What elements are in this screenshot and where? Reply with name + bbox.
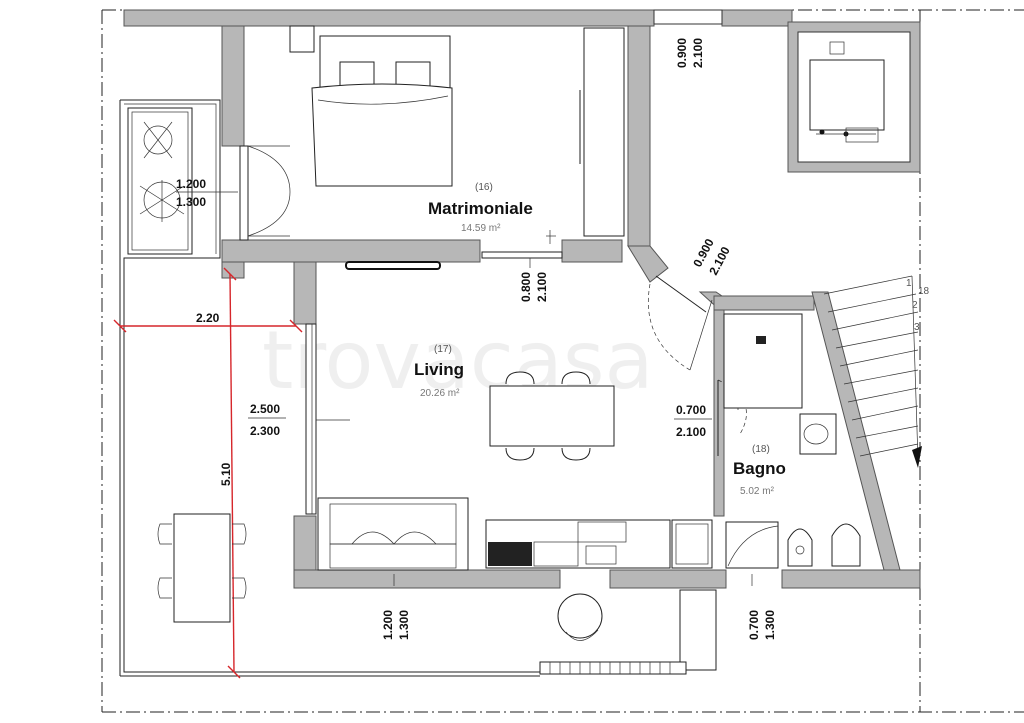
bath-window-width: 0.700 <box>747 610 761 640</box>
toilet <box>831 523 861 567</box>
round-tank <box>557 589 717 671</box>
bottom-radiator <box>539 661 687 675</box>
bath-door-width: 0.700 <box>676 403 706 417</box>
terrace-width-label: 2.20 <box>196 311 220 325</box>
bedroom-door-height: 2.100 <box>535 272 549 302</box>
top-door <box>653 9 723 25</box>
living-window-width: 1.200 <box>381 610 395 640</box>
room-number-matrimoniale: (16) <box>475 182 493 193</box>
balcony-window-height: 1.300 <box>176 195 206 209</box>
stair-label-1: 1 <box>906 278 912 289</box>
stair-label-2: 2 <box>912 300 918 311</box>
room-area-living: 20.26 m² <box>420 388 460 399</box>
stair-label-18: 18 <box>918 286 930 297</box>
sink <box>799 413 837 455</box>
room-area-bagno: 5.02 m² <box>740 486 775 497</box>
shower <box>723 313 803 409</box>
terrace-dimension-lines <box>113 267 303 679</box>
balcony-window-width: 1.200 <box>176 177 206 191</box>
wardrobe <box>579 27 625 237</box>
living-door-height: 2.300 <box>250 424 280 438</box>
room-name-living: Living <box>414 360 464 379</box>
terrace-table <box>157 513 247 623</box>
room-area-matrimoniale: 14.59 m² <box>461 223 501 234</box>
double-bed <box>289 25 453 187</box>
room-number-bagno: (18) <box>752 444 770 455</box>
bedroom-door <box>481 230 563 259</box>
diagonal-door <box>647 275 713 371</box>
bath-window-height: 1.300 <box>763 610 777 640</box>
top-door-width: 0.900 <box>675 38 689 68</box>
sofa <box>317 497 469 571</box>
living-sliding-door <box>305 323 350 515</box>
living-door-width: 2.500 <box>250 402 280 416</box>
living-window-height: 1.300 <box>397 610 411 640</box>
balcony-window <box>239 145 291 241</box>
utility-shaft <box>809 41 885 143</box>
room-name-bagno: Bagno <box>733 459 786 478</box>
bidet <box>787 528 813 567</box>
room-number-living: (17) <box>434 344 452 355</box>
bedroom-door-width: 0.800 <box>519 272 533 302</box>
radiator <box>345 261 441 270</box>
bath-door-height: 2.100 <box>676 425 706 439</box>
kitchen-counter <box>485 519 713 569</box>
staircase <box>823 275 922 468</box>
top-door-height: 2.100 <box>691 38 705 68</box>
terrace <box>119 99 540 677</box>
dining-table <box>489 371 615 461</box>
room-name-matrimoniale: Matrimoniale <box>428 199 533 218</box>
plant-icon <box>139 121 185 222</box>
shower-tray <box>725 521 779 569</box>
walls <box>123 9 921 589</box>
stair-label-3: 3 <box>914 322 920 333</box>
terrace-length-label: 5.10 <box>219 462 233 486</box>
